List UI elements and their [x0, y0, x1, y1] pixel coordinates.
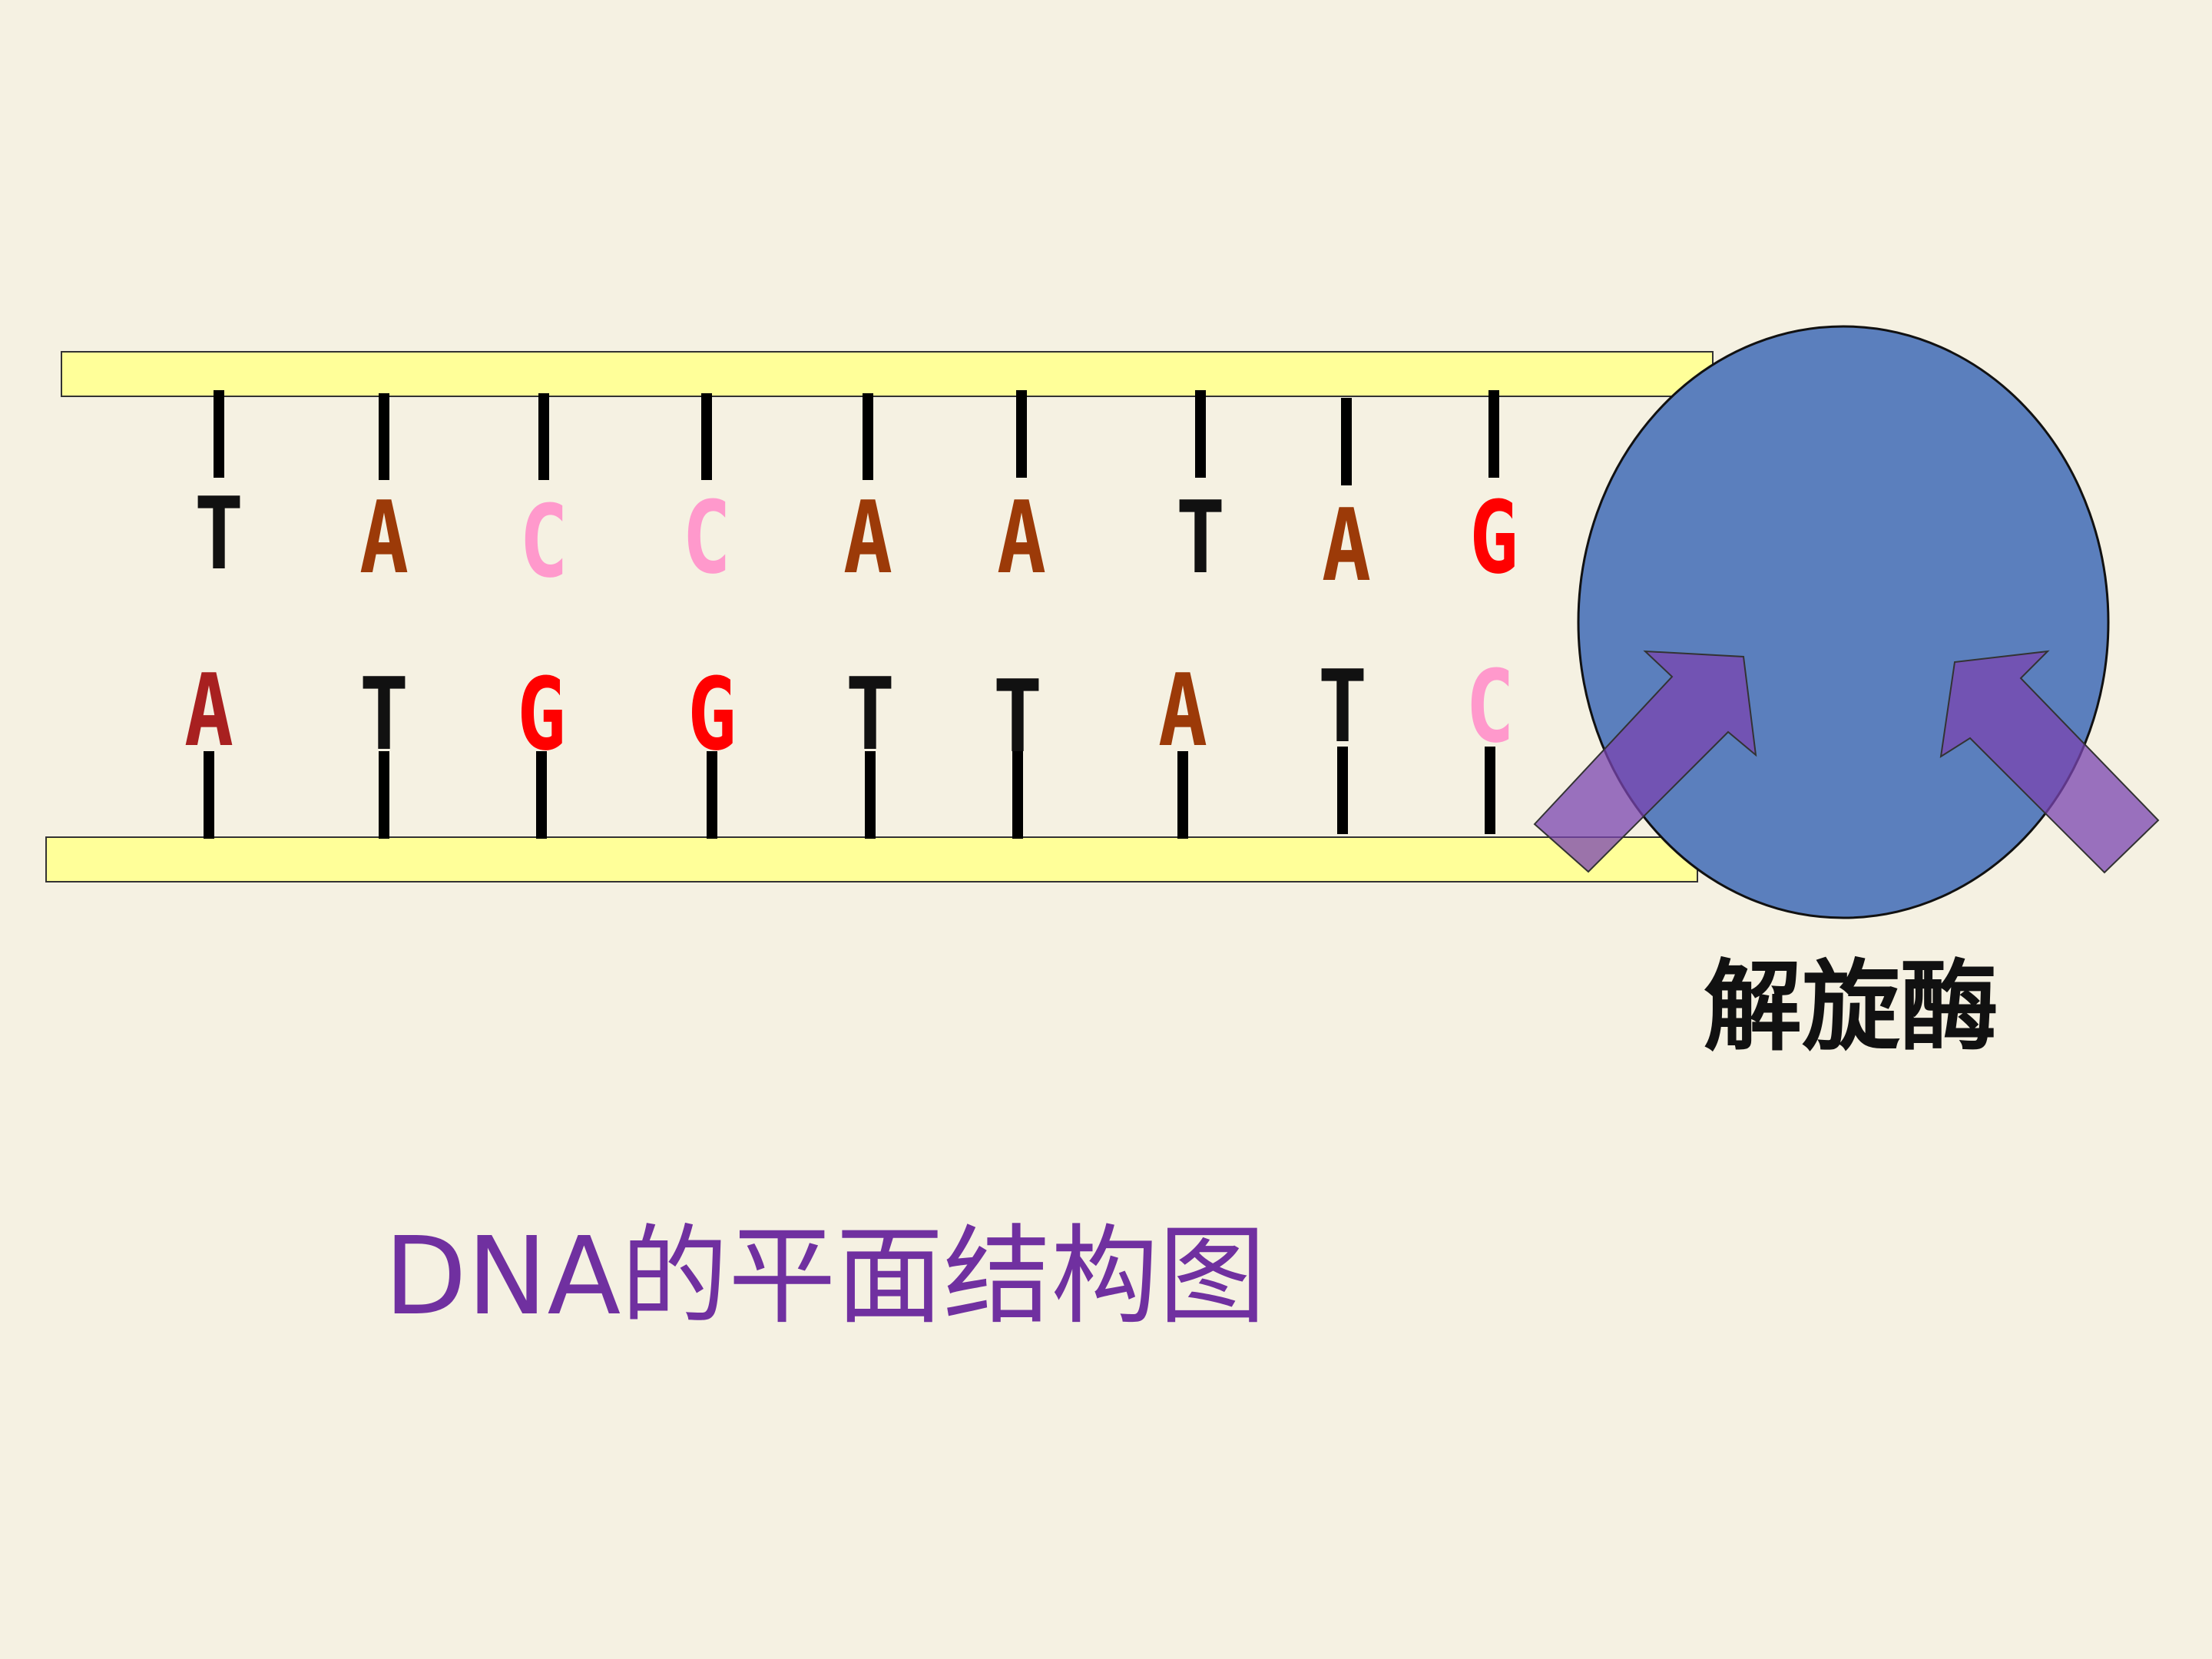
- bottom-base-g: G: [687, 657, 737, 773]
- bottom-base-t: T: [359, 657, 409, 773]
- left-arrow-icon: [1533, 650, 1757, 873]
- bottom-base-g: G: [517, 657, 566, 773]
- right-arrow-icon: [1939, 650, 2160, 874]
- bottom-base-t: T: [993, 660, 1042, 776]
- bottom-base-t: T: [846, 657, 895, 773]
- bottom-base-a: A: [1158, 654, 1207, 770]
- top-base-t: T: [194, 477, 243, 593]
- bottom-base-t: T: [1318, 650, 1367, 766]
- helicase-enzyme: [1577, 325, 2110, 919]
- top-base-a: A: [997, 481, 1046, 597]
- top-base-t: T: [1176, 481, 1225, 597]
- hydrogen-bond-lines: [204, 390, 1499, 839]
- top-base-a: A: [359, 481, 409, 597]
- top-base-a: A: [1322, 488, 1371, 604]
- top-base-c: C: [519, 485, 568, 601]
- enzyme-label: 解旋酶: [1704, 949, 1998, 1065]
- diagram-title: DNA的平面结构图: [384, 1214, 1266, 1339]
- bottom-backbone-strand: [45, 836, 1698, 882]
- bottom-base-c: C: [1465, 650, 1515, 766]
- top-base-c: C: [682, 481, 731, 597]
- top-backbone-strand: [61, 351, 1714, 397]
- top-base-g: G: [1469, 481, 1518, 597]
- top-base-a: A: [843, 481, 892, 597]
- bottom-base-a: A: [184, 654, 233, 770]
